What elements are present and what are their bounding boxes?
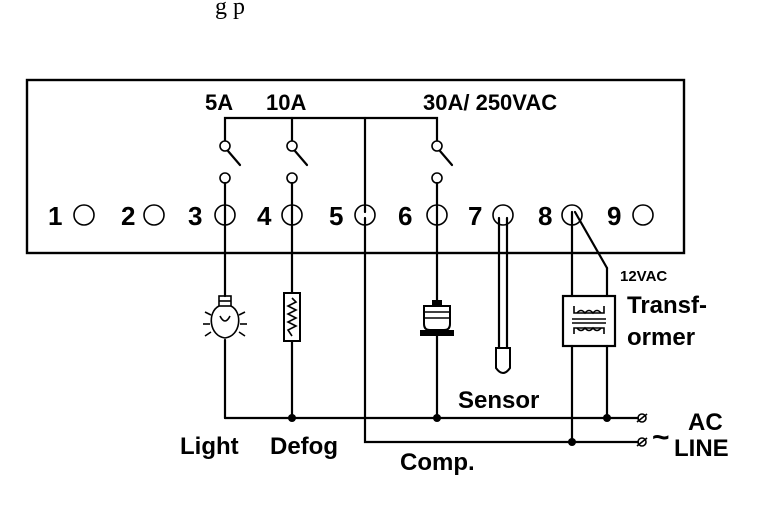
terminal-1-label: 1 <box>48 201 62 231</box>
label-ac: AC <box>688 409 723 436</box>
label-defog: Defog <box>270 433 338 460</box>
label-transformer-line2: ormer <box>627 324 695 351</box>
transformer-icon <box>561 294 617 348</box>
controller-box <box>25 78 686 255</box>
wire-transformer <box>570 223 609 444</box>
compressor-icon <box>420 300 454 336</box>
label-tilde: ~ <box>652 421 670 454</box>
terminal-1 <box>73 204 95 226</box>
wire-12vac <box>573 210 609 270</box>
terminal-7-label: 7 <box>468 201 482 231</box>
terminal-9 <box>632 204 654 226</box>
label-12vac: 12VAC <box>620 268 667 285</box>
relay-contact-compressor <box>431 140 454 206</box>
terminal-3-label: 3 <box>188 201 202 231</box>
terminal-9-label: 9 <box>607 201 621 231</box>
rating-30a: 30A/ 250VAC <box>423 90 557 115</box>
sensor-probe-icon <box>495 216 511 374</box>
relay-contact-light <box>219 140 242 206</box>
wire-comp <box>363 216 574 444</box>
relay-contact-defog <box>286 140 309 206</box>
terminal-4-label: 4 <box>257 201 272 231</box>
terminal-7 <box>492 204 514 226</box>
terminal-8-label: 8 <box>538 201 552 231</box>
relay-common-bus <box>223 116 439 214</box>
label-transformer-line1: Transf- <box>627 292 707 319</box>
light-bulb-icon <box>203 295 247 339</box>
terminal-2-label: 2 <box>121 201 135 231</box>
label-sensor: Sensor <box>458 387 539 414</box>
label-line: LINE <box>674 435 729 462</box>
heater-icon <box>283 292 301 342</box>
rating-10a: 10A <box>266 90 306 115</box>
rating-5a: 5A <box>205 90 233 115</box>
header-fragment: g p <box>215 0 245 20</box>
terminal-5-label: 5 <box>329 201 343 231</box>
label-comp: Comp. <box>400 449 475 476</box>
terminal-2 <box>143 204 165 226</box>
label-light: Light <box>180 433 239 460</box>
terminal-6-label: 6 <box>398 201 412 231</box>
ac-terminal-ends <box>636 413 648 447</box>
junction-dots <box>288 414 611 446</box>
